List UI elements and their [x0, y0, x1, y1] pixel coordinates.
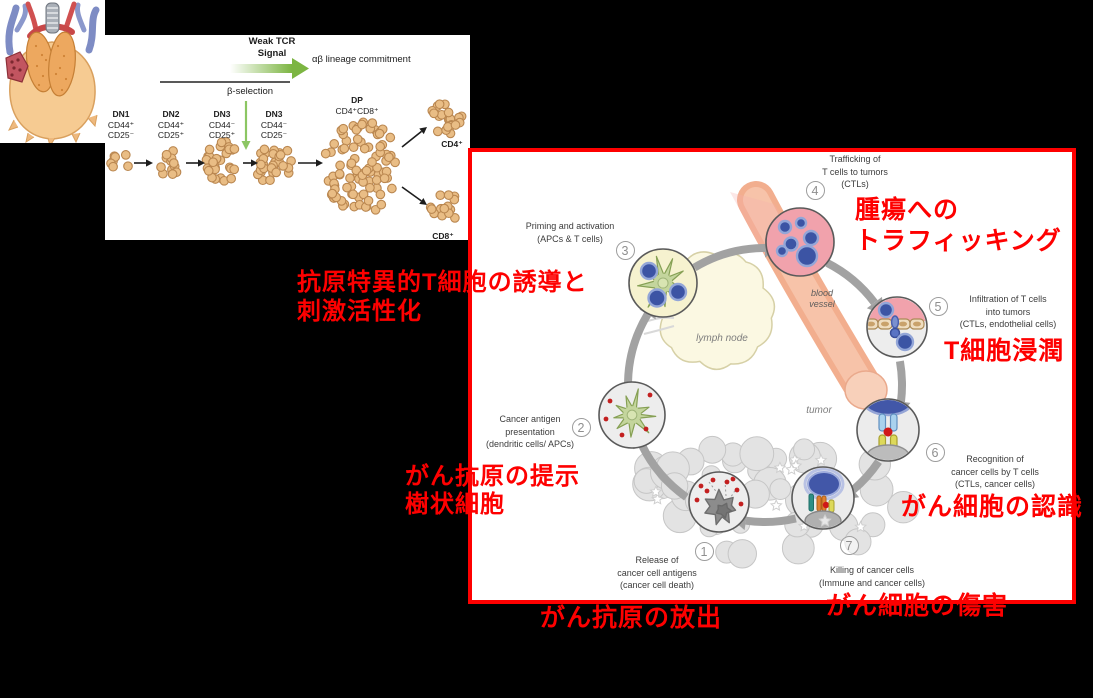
label-line: T cells to tumors	[822, 166, 888, 177]
stage-marker1: CD44⁺	[107, 119, 135, 130]
label-line: presentation	[505, 426, 555, 437]
annotation-infiltration: T細胞浸潤	[944, 337, 1065, 365]
c2	[598, 381, 666, 449]
annotation-line: 刺激活性化	[297, 298, 422, 325]
annotation-recognition: がん細胞の認識	[901, 493, 1084, 521]
annotation-induction: 抗原特異的T細胞の誘導と 刺激活性化	[297, 268, 588, 326]
stage-name: DN3	[265, 109, 283, 119]
stage-dn2-label: DN2 CD44⁺ CD25⁺	[145, 109, 197, 141]
label-line: cancer cell antigens	[617, 567, 697, 578]
annotation-release: がん抗原の放出	[540, 604, 723, 632]
c3	[628, 248, 698, 318]
annotation-line: 腫瘍への	[855, 196, 960, 224]
stage-name: DN1	[112, 109, 130, 119]
stage-marker2: CD25⁺	[208, 130, 236, 140]
stage-marker1: CD44⁻	[260, 119, 288, 130]
tcell-development-panel: Weak TCR Signal αβ lineage commitment β-…	[105, 35, 470, 241]
label-line: Cancer antigen	[499, 414, 561, 424]
stage-marker2: CD25⁻	[107, 130, 135, 140]
blood-vessel-label: blood vessel	[784, 288, 860, 310]
thymocyte-cluster	[201, 137, 240, 186]
annotation-line: がん抗原の提示	[405, 463, 580, 490]
annotation-presentation: がん抗原の提示 樹状細胞	[405, 463, 580, 519]
annotation-killing: がん細胞の傷害	[826, 592, 1009, 620]
thymocyte-cluster	[425, 190, 460, 223]
thymocyte-cluster	[156, 146, 182, 179]
weak-tcr-line1: Weak TCR	[248, 36, 296, 47]
c7	[791, 466, 855, 530]
annotation-trafficking: 腫瘍への トラフィッキング	[855, 195, 1062, 257]
annotation-line: 抗原特異的T細胞の誘導と	[297, 269, 588, 296]
label-line: (CTLs, endothelial cells)	[959, 319, 1057, 329]
label-line: (APCs & T cells)	[537, 233, 603, 244]
thymocyte-cluster	[106, 150, 133, 172]
beta-selection-label: β-selection	[226, 86, 274, 97]
label-line: (cancer cell death)	[619, 580, 695, 590]
step5-label: Infiltration of T cells into tumors (CTL…	[923, 293, 1093, 331]
step5-number-badge: 5	[928, 296, 948, 316]
cancer-immunity-cycle-panel: Release of cancer cell antigens (cancer …	[468, 148, 1076, 604]
weak-tcr-signal-label: Weak TCR Signal	[232, 36, 312, 60]
stage-dn3a-label: DN3 CD44⁻ CD25⁺	[196, 109, 248, 141]
stage-name: DN2	[162, 109, 180, 119]
annotation-line: トラフィッキング	[855, 227, 1062, 255]
thymocyte-cluster	[320, 117, 400, 215]
step4-label: Trafficking of T cells to tumors (CTLs)	[795, 153, 915, 191]
stage-dn1-label: DN1 CD44⁺ CD25⁻	[95, 109, 147, 141]
step1-label: Release of cancer cell antigens (cancer …	[592, 554, 722, 592]
stage-marker2: CD25⁻	[260, 130, 288, 140]
step1-number-badge: 1	[694, 541, 714, 561]
step4-number-badge: 4	[805, 180, 825, 200]
stage-marker1: CD44⁻	[208, 119, 236, 130]
stage-dn3b-label: DN3 CD44⁻ CD25⁻	[248, 109, 300, 141]
stage-name: DN3	[213, 109, 231, 119]
label-line: Recognition of	[966, 454, 1024, 464]
thymus-heart-illustration	[0, 0, 105, 148]
stage-markers: CD4⁺CD8⁺	[335, 105, 379, 116]
lineage-commitment-label: αβ lineage commitment	[312, 54, 411, 65]
step2-label: Cancer antigen presentation (dendritic c…	[464, 413, 596, 451]
label-line: blood	[810, 288, 834, 298]
thymocyte-cluster	[252, 144, 296, 186]
step6-number-badge: 6	[925, 442, 945, 462]
thymocyte-cluster	[427, 99, 467, 139]
label-line: Infiltration of T cells	[969, 294, 1047, 304]
step7-number-badge: 7	[839, 535, 859, 555]
stage-marker2: CD25⁺	[157, 130, 185, 140]
cancer-immunity-cycle-diagram	[598, 181, 928, 569]
label-line: Trafficking of	[829, 154, 881, 164]
step3-number-badge: 3	[615, 240, 635, 260]
c1	[688, 471, 750, 533]
label-line: vessel	[809, 299, 835, 309]
label-line: (Immune and cancer cells)	[818, 577, 926, 588]
step7-label: Killing of cancer cells (Immune and canc…	[782, 564, 962, 589]
cd8-label: CD8⁺	[432, 231, 454, 241]
stage-name: DP	[351, 95, 363, 105]
step6-label: Recognition of cancer cells by T cells (…	[915, 453, 1075, 491]
step3-label: Priming and activation (APCs & T cells)	[500, 220, 640, 245]
label-line: (dendritic cells/ APCs)	[485, 439, 575, 449]
lymph-node-label: lymph node	[696, 333, 748, 344]
label-line: (CTLs)	[841, 179, 869, 189]
step2-number-badge: 2	[571, 417, 591, 437]
label-line: (CTLs, cancer cells)	[954, 479, 1035, 489]
label-line: Priming and activation	[525, 221, 615, 231]
stage-marker1: CD44⁺	[157, 119, 185, 130]
tumor-label: tumor	[806, 405, 832, 416]
label-line: cancer cells by T cells	[951, 466, 1039, 477]
thymus-icon	[0, 0, 105, 148]
c6	[856, 398, 920, 462]
stage-dp-label: DP CD4⁺CD8⁺	[327, 95, 387, 116]
label-line: Killing of cancer cells	[829, 565, 915, 575]
weak-tcr-line2: Signal	[257, 48, 287, 59]
cd4-label: CD4⁺	[441, 139, 463, 149]
c4	[765, 207, 835, 277]
label-line: into tumors	[985, 306, 1031, 317]
label-line: Release of	[635, 555, 679, 565]
tcell-development-diagram	[106, 58, 467, 223]
c5	[866, 296, 928, 358]
annotation-line: 樹状細胞	[405, 491, 505, 518]
